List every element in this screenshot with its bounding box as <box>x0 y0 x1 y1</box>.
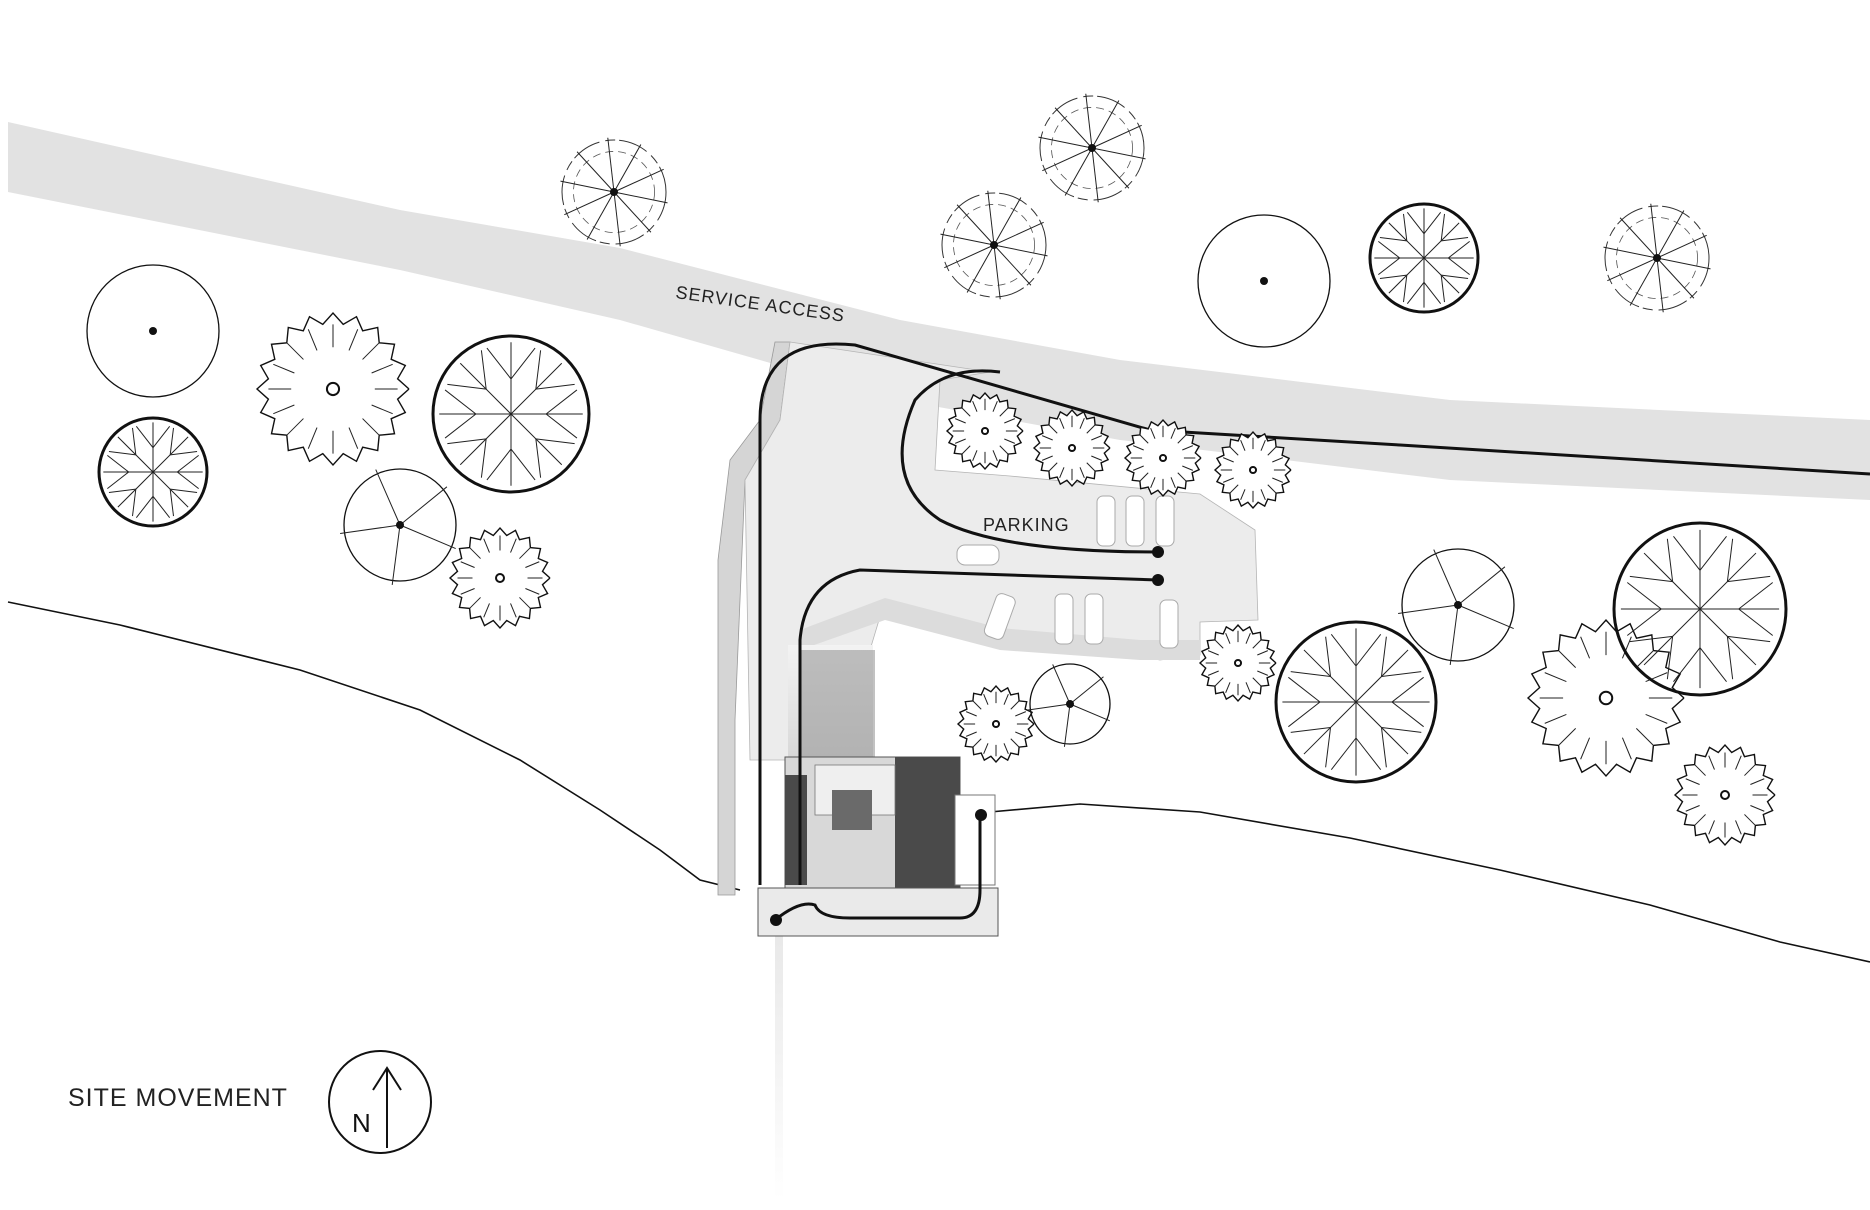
outline-tree-icon <box>86 264 220 398</box>
contour-line-west <box>7 601 741 891</box>
building-loop-route <box>774 815 982 922</box>
outline-tree-icon <box>1197 214 1331 348</box>
building-annex <box>954 794 996 886</box>
sketch-tree-icon <box>1603 203 1711 313</box>
building-roof-dark <box>895 757 960 892</box>
building-roof-dark-west <box>785 775 807 885</box>
spiky-tree-icon <box>956 684 1035 764</box>
spiky-tree-icon <box>1526 618 1685 778</box>
route-nodes <box>770 546 1164 926</box>
service-route <box>758 342 1870 885</box>
south-driveway-shadow <box>775 930 783 1200</box>
building-south-terrace <box>757 887 999 937</box>
north-arrow-letter: N <box>352 1108 371 1138</box>
contour-line-east <box>989 803 1870 963</box>
branched-tree-icon <box>1368 202 1480 314</box>
branched-tree-icon <box>431 334 591 494</box>
building <box>757 645 999 937</box>
spiky-tree-icon <box>448 526 551 630</box>
parking-to-building-route <box>798 568 1159 885</box>
radial-tree-icon <box>340 468 457 586</box>
spiky-tree-icon <box>945 391 1024 471</box>
radial-tree-icon <box>1398 548 1515 666</box>
parking-cars <box>956 495 1179 649</box>
spiky-tree-icon <box>1673 743 1776 847</box>
spiky-tree-icon <box>1198 623 1277 703</box>
sketch-tree-icon <box>940 190 1048 300</box>
branched-tree-icon <box>97 416 209 528</box>
movement-paths <box>758 342 1870 922</box>
branched-tree-icon <box>1612 521 1788 697</box>
sketch-tree-icon <box>560 137 668 247</box>
spiky-tree-icon <box>1032 408 1111 488</box>
spiky-tree-icon <box>255 311 410 467</box>
north-arrow: N <box>328 1050 432 1154</box>
sketch-tree-icon <box>1038 93 1146 203</box>
spiky-tree-icon <box>1213 430 1292 510</box>
service-access-road <box>8 122 1870 500</box>
page-title: SITE MOVEMENT <box>68 1084 288 1112</box>
spiky-tree-icon <box>1123 418 1202 498</box>
parking-label: PARKING <box>983 515 1070 535</box>
radial-tree-icon <box>1027 663 1111 747</box>
branched-tree-icon <box>1274 620 1438 784</box>
building-stair <box>832 790 872 830</box>
parking-loop-route <box>900 369 1159 554</box>
building-wing-dark <box>800 650 875 760</box>
